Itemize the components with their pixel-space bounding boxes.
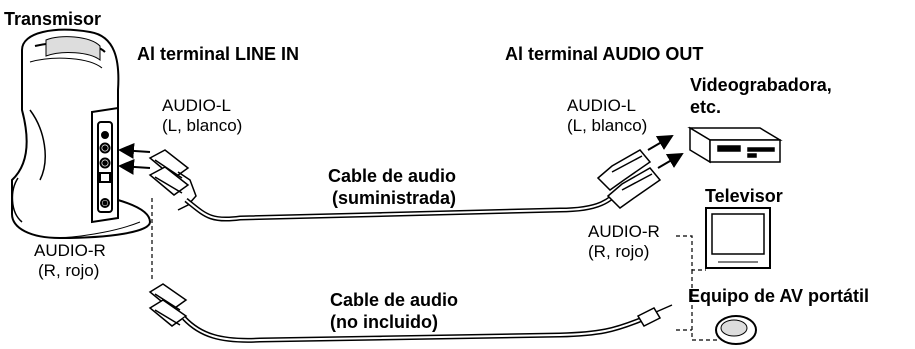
mini-plug-icon xyxy=(636,304,673,327)
rca-plug-icon xyxy=(596,149,662,209)
vcr-label-2: etc. xyxy=(690,97,722,117)
portable-player-icon xyxy=(715,315,757,345)
vcr-icon xyxy=(687,126,783,164)
rca-plug-icon xyxy=(148,149,197,211)
audio-r-right-label-1: AUDIO-R xyxy=(588,222,660,241)
audio-r-left-label-1: AUDIO-R xyxy=(34,241,106,260)
audio-l-right-label-2: (L, blanco) xyxy=(567,116,648,135)
line-in-label: Al terminal LINE IN xyxy=(137,44,300,64)
transmitter-device-icon xyxy=(11,28,152,240)
portable-av-label: Equipo de AV portátil xyxy=(688,286,869,306)
dashed-connections xyxy=(151,198,718,341)
vcr-label-1: Videograbadora, xyxy=(690,75,832,95)
tv-icon xyxy=(705,207,771,269)
cable-supplied-label-2: (suministrada) xyxy=(332,188,457,208)
cable-supplied-label-1: Cable de audio xyxy=(328,166,457,186)
cable-not-included-label-1: Cable de audio xyxy=(330,290,459,310)
audio-r-right-label-2: (R, rojo) xyxy=(588,242,650,261)
audio-r-left-label-2: (R, rojo) xyxy=(38,261,100,280)
audio-l-right-label-1: AUDIO-L xyxy=(567,96,636,115)
input-arrows xyxy=(118,142,151,175)
audio-l-left-label-1: AUDIO-L xyxy=(162,96,231,115)
audio-l-left-label-2: (L, blanco) xyxy=(162,116,243,135)
cable-not-included-label-2: (no incluido) xyxy=(330,312,438,332)
output-arrows xyxy=(647,134,684,169)
tv-label: Televisor xyxy=(705,186,783,206)
audio-out-label: Al terminal AUDIO OUT xyxy=(505,44,704,64)
transmitter-label: Transmisor xyxy=(4,9,102,29)
rca-plug-icon xyxy=(148,283,188,327)
